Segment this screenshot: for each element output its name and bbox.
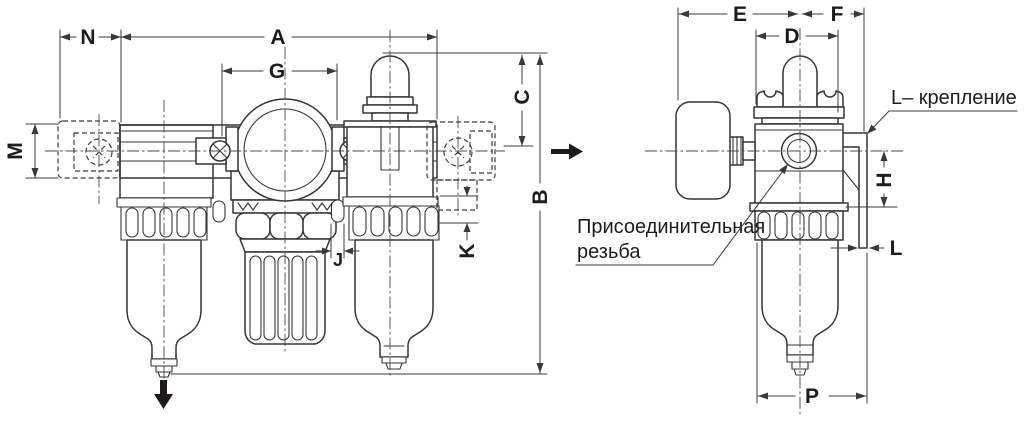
mounting-bracket	[842, 132, 868, 249]
pressure-gauge-side	[675, 101, 731, 200]
dim-label-f: F	[831, 3, 844, 26]
front-view-dimensions: N A G C B M	[4, 26, 552, 375]
dim-label-m: M	[4, 142, 27, 160]
dim-label-j: J	[333, 250, 343, 270]
adjust-knob-dome	[782, 55, 818, 108]
flow-arrow-down-icon	[154, 380, 173, 409]
dim-label-d: D	[784, 25, 799, 48]
thread-label-line2: резьба	[577, 241, 641, 263]
flow-arrow-right-icon	[551, 143, 583, 160]
side-view: E F D H L P	[575, 3, 1018, 408]
centerlines	[45, 28, 903, 414]
dim-label-c: C	[511, 89, 534, 104]
dim-label-a: A	[270, 26, 285, 49]
mounting-label: L– крепление	[891, 87, 1017, 109]
side-view-dimensions: E F D H L P	[677, 3, 903, 408]
dim-label-k: K	[456, 243, 479, 258]
dim-label-h: H	[873, 172, 896, 187]
annotation-mounting: L– крепление	[867, 87, 1018, 134]
lubricator-unit	[330, 55, 440, 370]
side-regulator-top	[753, 55, 845, 125]
dim-label-g: G	[269, 60, 285, 83]
lubricator-bowl	[354, 239, 434, 358]
dim-label-p: P	[805, 385, 819, 408]
dim-label-b: B	[529, 189, 552, 204]
gauge-side	[675, 101, 756, 200]
inlet-port-hidden	[57, 120, 121, 179]
front-view: N A G C B M	[4, 26, 552, 409]
dim-label-l: L	[890, 237, 903, 260]
dim-label-n: N	[80, 26, 95, 49]
dim-label-e: E	[733, 3, 747, 26]
thread-label-line1: Присоединительная	[577, 216, 765, 238]
annotation-thread: Присоединительная резьба	[575, 164, 788, 266]
